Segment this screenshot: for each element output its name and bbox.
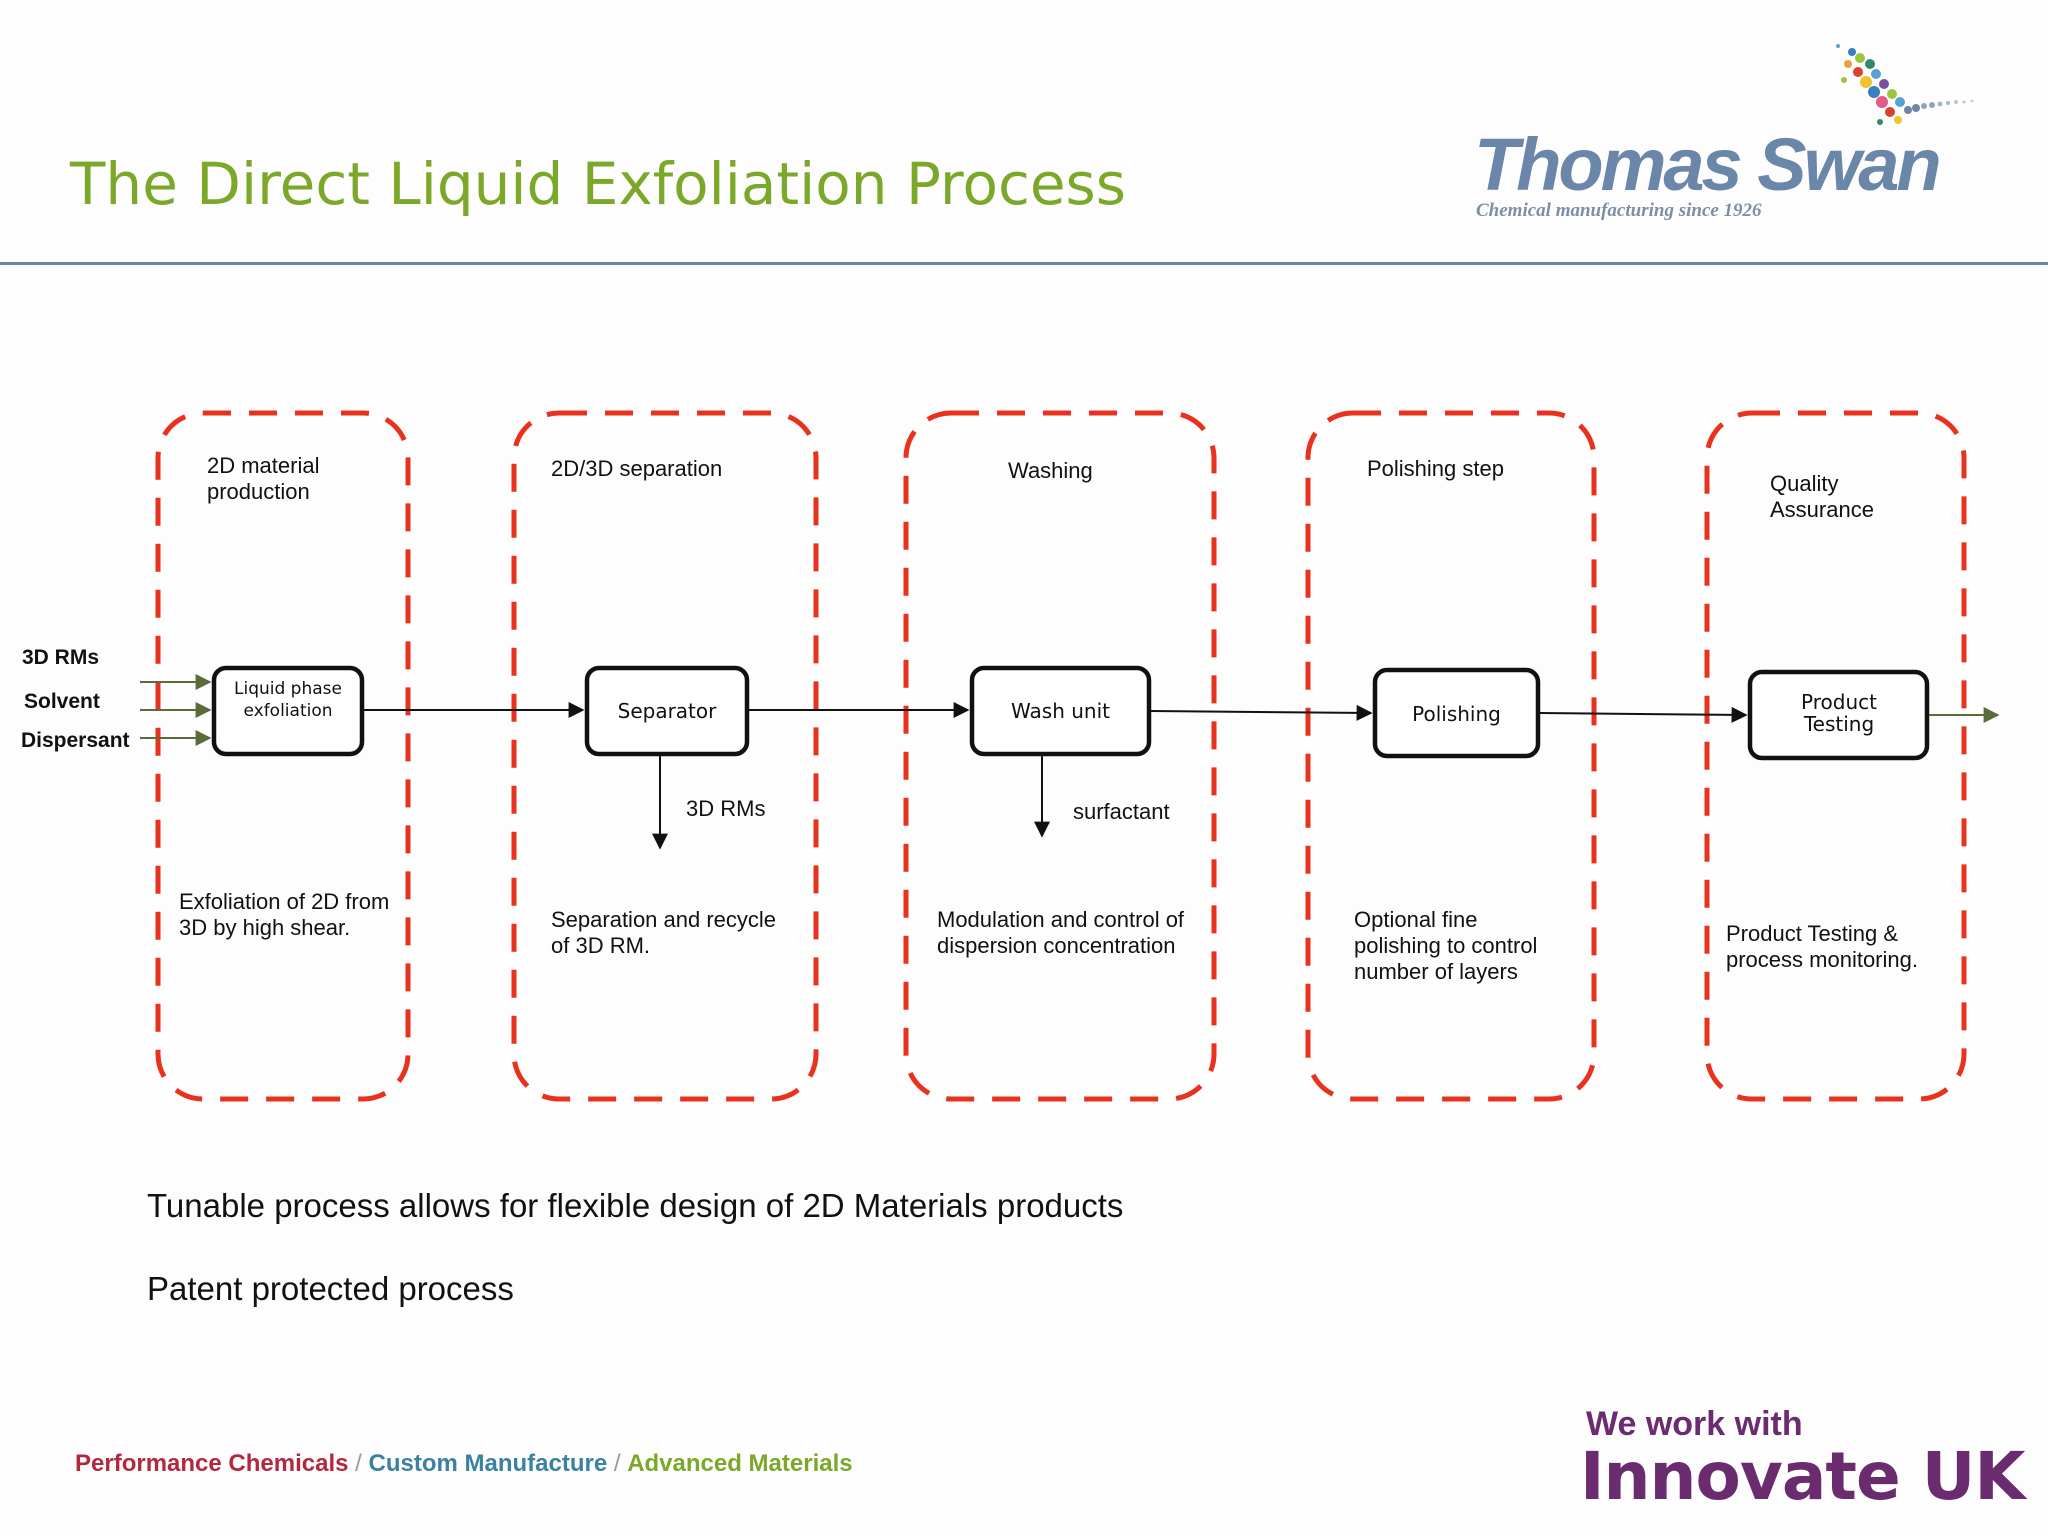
logo-name: Thomas Swan — [1474, 123, 1942, 206]
stage-title-3: Washing — [1008, 458, 1093, 483]
node-box-2 — [584, 665, 750, 757]
stage-description-4: Optional fine polishing to control numbe… — [1354, 907, 1538, 984]
node-separator: Separator — [617, 699, 717, 723]
footer-performance-chemicals: Performance Chemicals — [75, 1450, 349, 1477]
node-product-testing: Product Testing — [1801, 690, 1877, 736]
stage-boundary-3 — [903, 410, 1217, 1102]
footer-separator-1: / — [348, 1450, 369, 1477]
stage-description-5: Product Testing & process monitoring. — [1726, 921, 1918, 972]
stage-description-2: Separation and recycle of 3D RM. — [551, 907, 777, 958]
stage-boundary-5 — [1704, 410, 1967, 1102]
stage-boundary-4 — [1305, 410, 1597, 1102]
node-polishing: Polishing — [1412, 702, 1501, 726]
thomas-swan-logo: Thomas Swan Chemical manufacturing since… — [1470, 40, 2010, 240]
logo-mark-icon — [1836, 44, 1974, 125]
logo-tagline: Chemical manufacturing since 1926 — [1476, 200, 1762, 221]
wash-output-label: surfactant — [1073, 799, 1170, 824]
stage-boundary-1 — [155, 410, 411, 1102]
footer-divisions: Performance Chemicals / Custom Manufactu… — [75, 1450, 853, 1478]
stage-title-5: Quality Assurance — [1770, 471, 1874, 522]
innovate-uk-logo: We work with Innovate UK — [1580, 1405, 2025, 1515]
innovate-uk-line1: We work with — [1586, 1405, 1803, 1443]
stage-description-3: Modulation and control of dispersion con… — [937, 907, 1185, 958]
stage-description-1: Exfoliation of 2D from 3D by high shear. — [179, 889, 390, 940]
header-divider — [0, 262, 2048, 265]
node-box-3 — [969, 665, 1152, 757]
node-wash-unit: Wash unit — [1011, 699, 1110, 723]
bullet-patent-protected: Patent protected process — [147, 1270, 514, 1307]
node-liquid-phase-exfoliation: Liquid phase exfoliation — [234, 679, 342, 721]
footer-separator-2: / — [607, 1450, 628, 1477]
stage-title-1: 2D material production — [207, 453, 320, 504]
separator-output-label: 3D RMs — [686, 796, 766, 821]
stage-title-2: 2D/3D separation — [551, 456, 723, 481]
flow-arrow-4 — [1539, 706, 1748, 723]
node-box-1 — [211, 665, 365, 757]
flow-arrow-3 — [1150, 704, 1373, 721]
input-label-3d-rms: 3D RMs — [22, 646, 100, 669]
input-label-solvent: Solvent — [24, 690, 100, 713]
node-box-4 — [1372, 667, 1541, 759]
innovate-uk-line2: Innovate UK — [1580, 1438, 2025, 1515]
bullet-tunable-process: Tunable process allows for flexible desi… — [147, 1187, 1124, 1224]
stage-title-4: Polishing step — [1367, 456, 1504, 481]
stage-boundary-2 — [511, 410, 819, 1102]
page-title: The Direct Liquid Exfoliation Process — [70, 150, 1126, 218]
node-box-5 — [1747, 669, 1930, 761]
input-label-dispersant: Dispersant — [21, 729, 130, 752]
footer-custom-manufacture: Custom Manufacture — [368, 1450, 608, 1477]
footer-advanced-materials: Advanced Materials — [627, 1450, 853, 1477]
